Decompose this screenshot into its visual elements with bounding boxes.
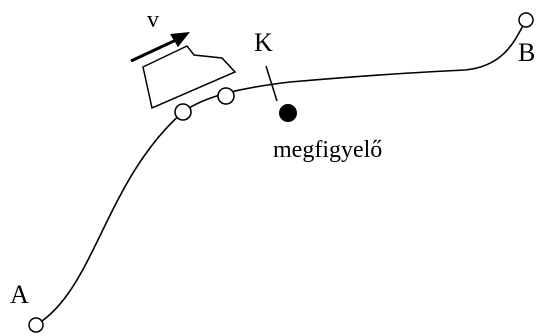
velocity-arrow bbox=[130, 32, 190, 63]
label-b: B bbox=[518, 38, 535, 67]
car bbox=[142, 45, 237, 121]
label-v: v bbox=[147, 7, 159, 33]
label-k: K bbox=[254, 28, 273, 57]
label-a: A bbox=[10, 280, 29, 309]
track-curve bbox=[35, 19, 527, 326]
observer-dot bbox=[279, 104, 297, 122]
k-pointer-line bbox=[265, 65, 278, 102]
car-wheel-rear bbox=[174, 103, 192, 121]
point-a-marker bbox=[28, 317, 44, 333]
label-observer: megfigyelő bbox=[273, 137, 382, 163]
point-b-marker bbox=[518, 12, 534, 28]
car-wheel-front bbox=[217, 87, 235, 105]
car-body bbox=[142, 45, 237, 110]
